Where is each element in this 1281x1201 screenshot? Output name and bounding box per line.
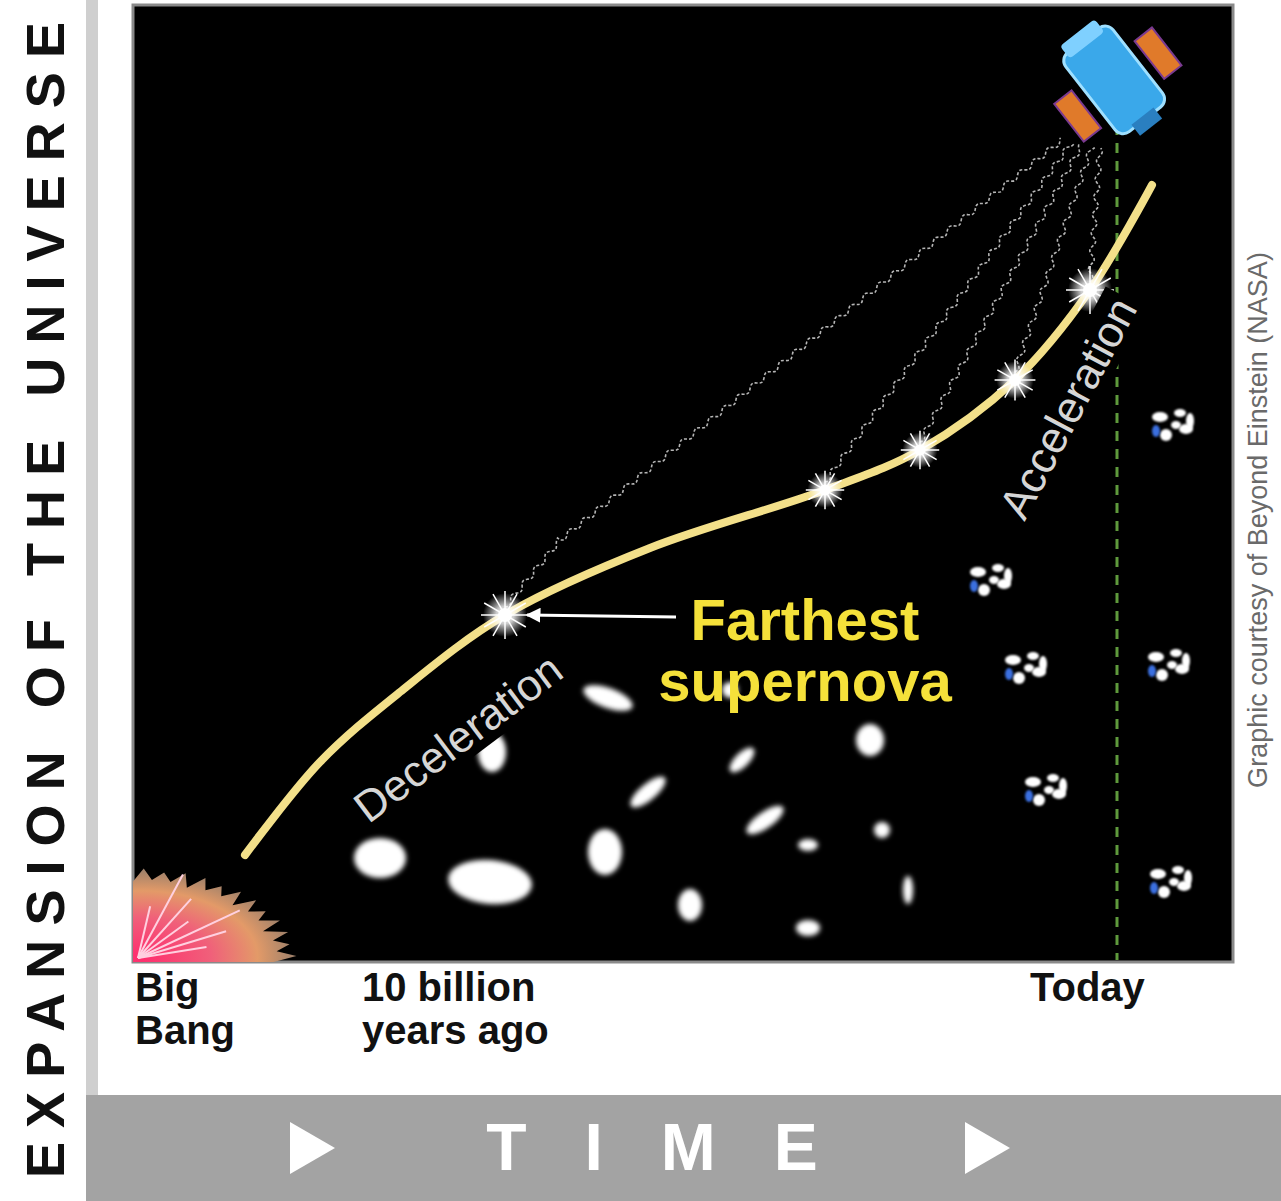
galaxy bbox=[798, 839, 818, 851]
galaxy-cluster bbox=[1182, 653, 1190, 669]
galaxy-cluster bbox=[1039, 656, 1047, 672]
galaxy-cluster bbox=[1186, 413, 1194, 429]
galaxy-cluster bbox=[970, 567, 986, 577]
galaxy-cluster bbox=[1059, 778, 1067, 794]
galaxy-cluster bbox=[1171, 421, 1181, 429]
galaxy-cluster bbox=[1004, 568, 1012, 584]
galaxy bbox=[588, 829, 622, 875]
light-paths bbox=[505, 138, 1102, 607]
light-path bbox=[1088, 148, 1102, 282]
callout-label: Farthest supernova bbox=[635, 590, 975, 712]
light-path bbox=[505, 138, 1060, 607]
star-ray bbox=[910, 433, 929, 466]
galaxy-cluster bbox=[1152, 425, 1160, 437]
axis-tick-label: 10 billion years ago bbox=[362, 966, 622, 1052]
galaxy-cluster bbox=[1156, 669, 1168, 681]
galaxy bbox=[903, 876, 913, 904]
galaxy bbox=[874, 822, 890, 838]
supernova-star bbox=[806, 471, 844, 509]
galaxy bbox=[446, 856, 534, 907]
galaxy-cluster bbox=[1170, 649, 1182, 657]
galaxy bbox=[726, 744, 759, 777]
supernova-star bbox=[995, 360, 1036, 401]
burst-shape bbox=[133, 869, 296, 962]
pointer-arrow bbox=[527, 615, 676, 617]
galaxy-cluster bbox=[1025, 790, 1033, 802]
star-ray bbox=[903, 440, 936, 459]
galaxy bbox=[354, 838, 406, 878]
galaxy-cluster bbox=[1174, 409, 1186, 417]
axis-start-label: Big Bang bbox=[135, 966, 270, 1052]
galaxy-cluster bbox=[1005, 655, 1021, 665]
time-arrow bbox=[290, 1122, 335, 1174]
star-ray bbox=[1005, 362, 1025, 397]
galaxy-cluster bbox=[1024, 664, 1034, 672]
burst-ray bbox=[138, 910, 240, 958]
galaxy bbox=[678, 889, 702, 921]
galaxy-cluster bbox=[1005, 668, 1013, 680]
galaxy-cluster bbox=[1172, 866, 1184, 874]
galaxy-cluster bbox=[1150, 869, 1166, 879]
galaxy-cluster bbox=[1013, 672, 1025, 684]
star-core bbox=[819, 484, 830, 495]
galaxy-cluster bbox=[989, 576, 999, 584]
credit-note: Graphic courtesy of Beyond Einstein (NAS… bbox=[1244, 252, 1273, 788]
galaxy-cluster bbox=[978, 584, 990, 596]
star-core bbox=[1009, 374, 1021, 386]
telescope-base bbox=[1131, 108, 1162, 136]
star-ray bbox=[815, 473, 834, 506]
galaxy-cluster bbox=[970, 580, 978, 592]
star-core bbox=[498, 608, 512, 622]
star-core bbox=[1083, 283, 1097, 297]
galaxy bbox=[856, 724, 884, 756]
burst-ray bbox=[138, 906, 150, 958]
galaxy-cluster bbox=[1150, 882, 1158, 894]
galaxy bbox=[742, 801, 787, 839]
galaxy-cluster bbox=[1148, 665, 1156, 677]
galaxy-cluster bbox=[1160, 429, 1172, 441]
galaxy-cluster bbox=[1148, 652, 1164, 662]
axis-title: EXPANSION OF THE UNIVERSE bbox=[16, 8, 74, 1192]
galaxy-cluster bbox=[1027, 652, 1039, 660]
galaxy bbox=[796, 920, 820, 936]
phase-label: Deceleration bbox=[342, 642, 574, 833]
star-core bbox=[914, 444, 925, 455]
plot-panel bbox=[133, 5, 1233, 962]
galaxy-cluster bbox=[1169, 878, 1179, 886]
expansion-curve bbox=[245, 185, 1152, 855]
star-ray bbox=[997, 370, 1032, 390]
time-arrow bbox=[965, 1122, 1010, 1174]
galaxy-cluster bbox=[1184, 870, 1192, 886]
galaxy-cluster bbox=[1152, 412, 1168, 422]
star-ray bbox=[484, 603, 526, 627]
galaxy-cluster bbox=[1044, 786, 1054, 794]
side-strip bbox=[86, 0, 98, 1095]
galaxy-cluster bbox=[1167, 661, 1177, 669]
big-bang-burst bbox=[133, 869, 296, 962]
time-bar bbox=[86, 1095, 1281, 1201]
supernova-star bbox=[481, 591, 529, 639]
burst-ray bbox=[138, 875, 183, 958]
star-ray bbox=[493, 594, 517, 636]
galaxy bbox=[626, 772, 670, 813]
telescope bbox=[1028, 5, 1200, 165]
galaxy-cluster bbox=[992, 564, 1004, 572]
galaxy-cluster bbox=[1033, 794, 1045, 806]
telescope-cap bbox=[1060, 19, 1105, 59]
star-ray bbox=[808, 480, 841, 499]
axis-end-label: Today bbox=[1030, 966, 1145, 1009]
galaxies bbox=[354, 409, 1194, 936]
galaxy-cluster bbox=[1158, 886, 1170, 898]
galaxy bbox=[580, 680, 636, 717]
galaxy-cluster bbox=[1025, 777, 1041, 787]
axis-title: TIME bbox=[428, 1112, 876, 1183]
phase-label: Acceleration bbox=[988, 286, 1147, 529]
supernova-star bbox=[901, 431, 939, 469]
galaxy-cluster bbox=[1047, 774, 1059, 782]
